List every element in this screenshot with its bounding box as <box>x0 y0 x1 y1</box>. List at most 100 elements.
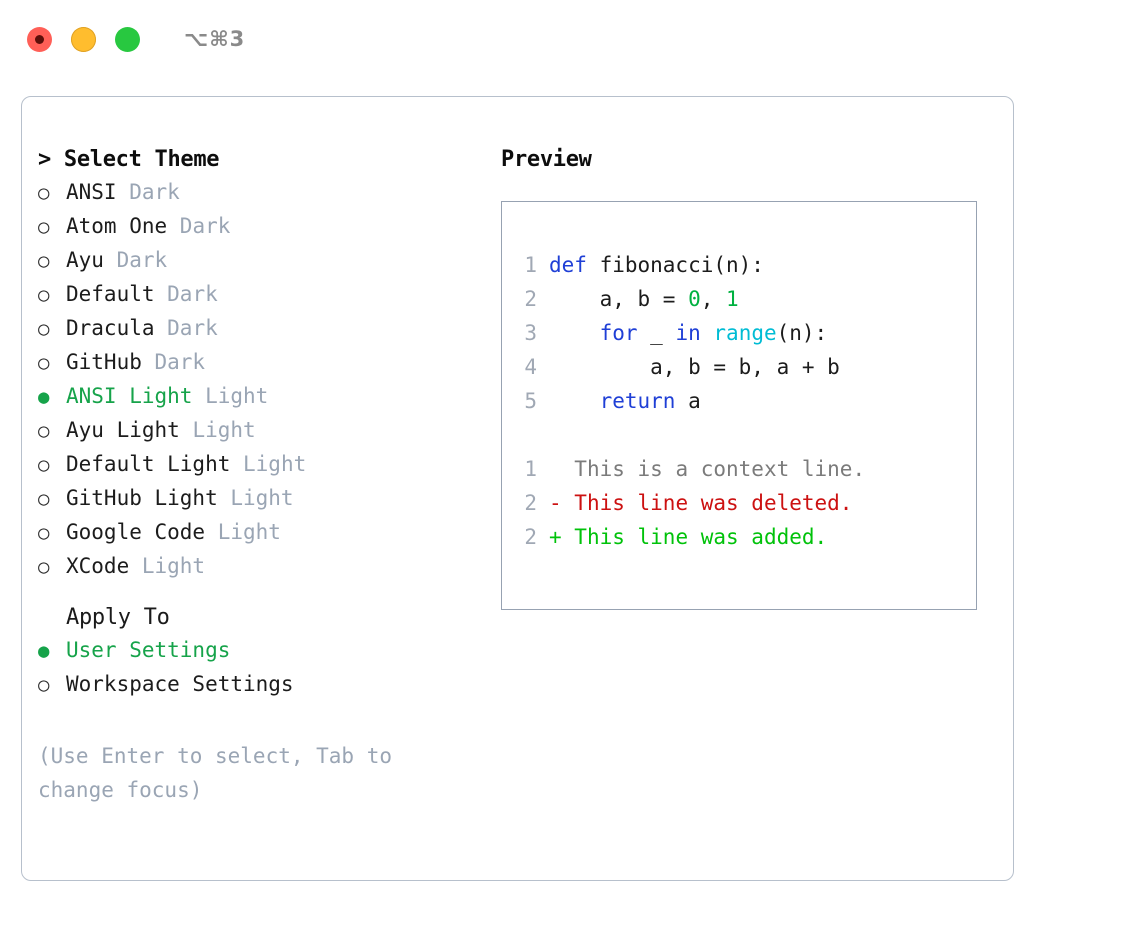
theme-option-label: Dracula <box>66 316 155 340</box>
theme-variant-badge: Light <box>217 486 294 510</box>
code-line-content: a, b = b, a + b <box>549 350 840 384</box>
apply-to-section: Apply To ●User Settings○Workspace Settin… <box>38 603 483 701</box>
radio-empty-icon: ○ <box>38 454 50 476</box>
theme-variant-badge: Dark <box>141 350 206 374</box>
code-token: fibonacci(n): <box>599 253 764 277</box>
theme-option-xcode[interactable]: ○XCode Light <box>38 549 483 583</box>
preview-heading: Preview <box>501 147 592 172</box>
apply-to-list: ● User Settings ○ Workspace Settings <box>38 633 483 701</box>
main-panel: > Select Theme ○ANSI Dark○Atom One Dark○… <box>21 96 1014 881</box>
maximize-button[interactable] <box>115 26 140 52</box>
radio-selected-icon: ● <box>38 386 50 408</box>
diff-line-text: This line was added. <box>574 525 828 549</box>
code-token: a, b = <box>549 287 689 311</box>
code-line-number: 3 <box>524 321 537 345</box>
theme-option-ayu-light[interactable]: ○Ayu Light Light <box>38 413 483 447</box>
apply-option-label: Workspace Settings <box>66 672 294 696</box>
theme-option-label: ANSI <box>66 180 117 204</box>
theme-variant-badge: Light <box>129 554 206 578</box>
code-line-content: return a <box>549 384 701 418</box>
code-token: a, b = b, a + b <box>549 355 840 379</box>
theme-variant-badge: Light <box>192 384 269 408</box>
diff-marker: + <box>549 525 575 549</box>
code-token: def <box>549 253 600 277</box>
code-token: for <box>599 321 638 345</box>
theme-variant-badge: Light <box>205 520 281 544</box>
code-token <box>549 389 600 413</box>
code-line: 3 for _ in range(n): <box>519 316 976 350</box>
diff-line-text: This is a context line. <box>574 457 866 481</box>
theme-option-ansi-light[interactable]: ● ANSI Light Light <box>38 379 483 413</box>
diff-marker: - <box>549 491 575 515</box>
diff-line-number: 2 <box>524 491 537 515</box>
theme-option-atom-one[interactable]: ○Atom One Dark <box>38 209 483 243</box>
code-token <box>549 321 600 345</box>
code-token: range <box>713 321 777 345</box>
theme-selector-column: > Select Theme ○ANSI Dark○Atom One Dark○… <box>38 145 483 807</box>
code-token: return <box>599 389 676 413</box>
theme-option-label: ANSI Light <box>66 384 193 408</box>
code-line: 4 a, b = b, a + b <box>519 350 976 384</box>
theme-option-github-light[interactable]: ○GitHub Light Light <box>38 481 483 515</box>
code-token: 1 <box>726 287 739 311</box>
theme-option-ayu[interactable]: ○Ayu Dark <box>38 243 483 277</box>
theme-variant-badge: Dark <box>103 248 168 272</box>
diff-line-number: 2 <box>524 525 537 549</box>
apply-option-user-settings[interactable]: ● User Settings <box>38 633 483 667</box>
diff-line-ctx: 1 This is a context line. <box>519 452 976 486</box>
apply-option-label: User Settings <box>66 638 231 662</box>
diff-marker <box>549 452 574 486</box>
theme-option-default-light[interactable]: ○ Default Light Light <box>38 447 483 481</box>
apply-option-workspace-settings[interactable]: ○ Workspace Settings <box>38 667 483 701</box>
theme-variant-badge: Dark <box>116 180 180 204</box>
keyboard-shortcut-label: ⌥⌘3 <box>184 27 246 51</box>
theme-option-label: Default Light <box>66 452 231 476</box>
radio-empty-icon: ○ <box>38 556 50 578</box>
preview-spacer <box>519 418 976 452</box>
theme-option-dracula[interactable]: ○ Dracula Dark <box>38 311 483 345</box>
radio-empty-icon: ○ <box>38 216 50 238</box>
radio-empty-icon: ○ <box>38 318 50 340</box>
theme-option-default[interactable]: ○Default Dark <box>38 277 483 311</box>
theme-variant-badge: Light <box>179 418 256 442</box>
theme-option-google-code[interactable]: ○ Google Code Light <box>38 515 483 549</box>
window-controls <box>27 26 140 52</box>
radio-empty-icon: ○ <box>38 420 50 442</box>
close-button[interactable] <box>27 26 52 52</box>
code-token: a <box>675 389 701 413</box>
theme-option-github[interactable]: ○GitHub Dark <box>38 345 483 379</box>
code-line-content: for _ in range(n): <box>549 316 828 350</box>
theme-option-label: Ayu <box>66 248 104 272</box>
theme-variant-badge: Dark <box>167 214 231 238</box>
theme-variant-badge: Dark <box>154 316 218 340</box>
title-bar: ⌥⌘3 <box>0 0 1140 78</box>
code-line-number: 2 <box>524 287 537 311</box>
radio-selected-icon: ● <box>38 640 50 662</box>
diff-line-del: 2- This line was deleted. <box>519 486 976 520</box>
code-token: 0 <box>688 287 701 311</box>
theme-option-label: Google Code <box>66 520 206 544</box>
minimize-button[interactable] <box>71 26 96 52</box>
code-token <box>701 321 714 345</box>
theme-option-label: GitHub Light <box>66 486 218 510</box>
code-token: _ <box>637 321 676 345</box>
radio-empty-icon: ○ <box>38 674 50 696</box>
theme-option-label: GitHub <box>66 350 142 374</box>
code-token: , <box>700 287 727 311</box>
code-line-content: def fibonacci(n): <box>549 248 764 282</box>
keyboard-hint: (Use Enter to select, Tab to change focu… <box>38 744 393 802</box>
code-line: 2 a, b = 0, 1 <box>519 282 976 316</box>
code-line-content: a, b = 0, 1 <box>549 282 739 316</box>
theme-list: ○ANSI Dark○Atom One Dark○Ayu Dark○Defaul… <box>38 175 483 583</box>
radio-empty-icon: ○ <box>38 522 50 544</box>
theme-variant-badge: Light <box>230 452 307 476</box>
radio-empty-icon: ○ <box>38 182 50 204</box>
theme-option-ansi[interactable]: ○ ANSI Dark <box>38 175 483 209</box>
diff-sample: 1 This is a context line.2- This line wa… <box>519 452 976 554</box>
theme-option-label: Default <box>66 282 155 306</box>
diff-line-number: 1 <box>524 457 537 481</box>
